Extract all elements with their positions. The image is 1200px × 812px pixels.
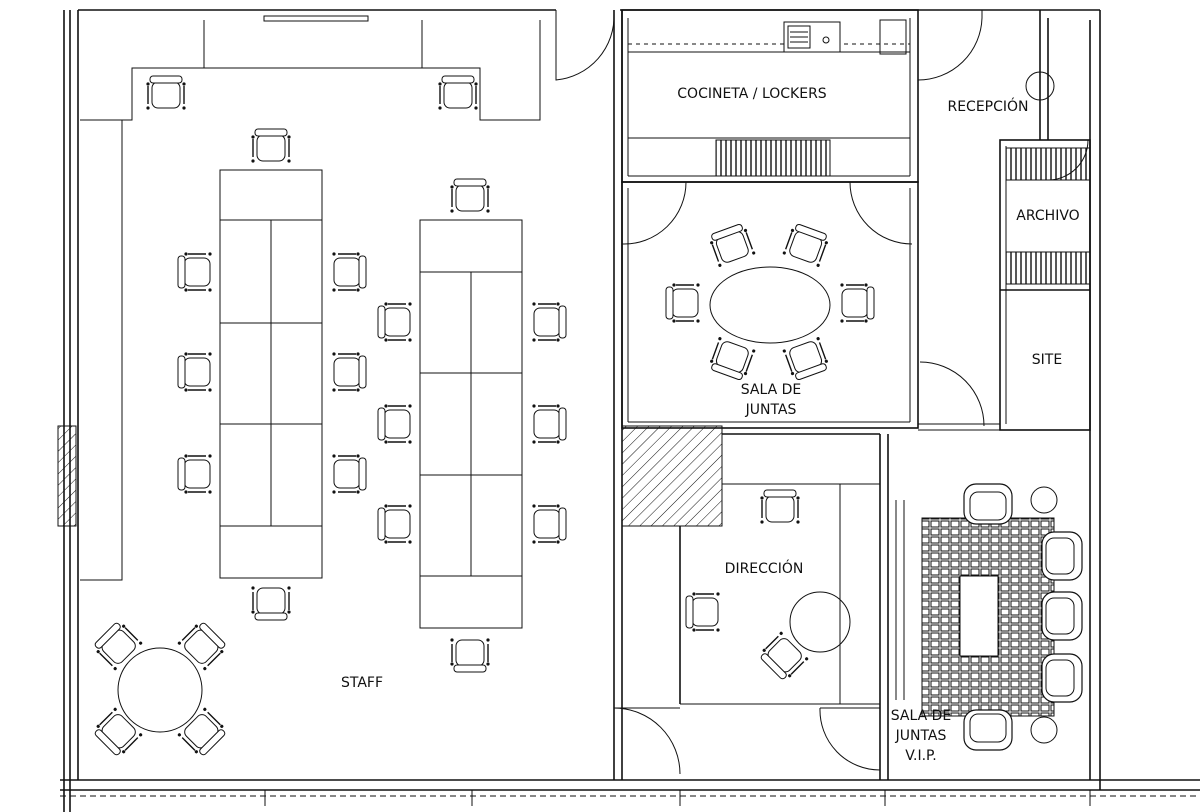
armchair: [963, 483, 1013, 525]
room-label-reception: RECEPCIÓN: [947, 97, 1028, 115]
office-chair: [94, 707, 143, 756]
room-label-vip-1: SALA DE: [891, 708, 952, 724]
office-chair: [377, 404, 412, 444]
office-chair: [332, 454, 367, 494]
office-chair: [532, 302, 567, 342]
office-chair: [251, 586, 291, 621]
office-chair: [438, 75, 478, 110]
office-chair: [177, 352, 212, 392]
office-chair: [251, 128, 291, 163]
armchair: [1041, 591, 1083, 641]
armchairs: [963, 483, 1083, 751]
room-label-vip-2: JUNTAS: [895, 728, 947, 744]
office-chair: [840, 283, 875, 323]
room-label-vip-3: V.I.P.: [905, 748, 937, 764]
armchair: [1041, 653, 1083, 703]
office-chair: [760, 489, 800, 524]
office-chair: [665, 283, 700, 323]
office-chair: [377, 504, 412, 544]
office-chair: [332, 252, 367, 292]
office-chair: [710, 223, 756, 267]
office-chair: [177, 252, 212, 292]
office-chair: [760, 631, 809, 680]
vip-furniture: [921, 486, 1058, 744]
office-chair: [377, 302, 412, 342]
office-chair: [177, 454, 212, 494]
room-label-meeting-1: SALA DE: [741, 382, 802, 398]
staff-area: [80, 15, 541, 733]
doors: [555, 10, 1089, 775]
office-chair: [450, 178, 490, 213]
room-label-staff: STAFF: [341, 675, 383, 691]
office-chair: [177, 622, 226, 671]
office-chair: [177, 707, 226, 756]
office-chair: [146, 75, 186, 110]
office-chair: [710, 337, 756, 381]
meeting-table: [709, 266, 831, 344]
office-chair: [450, 638, 490, 673]
office-chair: [685, 592, 720, 632]
office-chair: [332, 352, 367, 392]
armchair: [1041, 531, 1083, 581]
interior-walls: [613, 9, 1091, 780]
office-chair: [782, 223, 828, 267]
room-label-meeting-2: JUNTAS: [745, 402, 797, 418]
office-chair: [94, 622, 143, 671]
armchair: [963, 709, 1013, 751]
office-chair: [782, 337, 828, 381]
room-label-site: SITE: [1032, 352, 1062, 368]
room-label-archive: ARCHIVO: [1016, 208, 1079, 224]
chairs: [94, 75, 875, 756]
room-label-direction: DIRECCIÓN: [725, 559, 804, 577]
office-chair: [532, 504, 567, 544]
room-label-kitchen: COCINETA / LOCKERS: [677, 86, 827, 102]
office-chair: [532, 404, 567, 444]
